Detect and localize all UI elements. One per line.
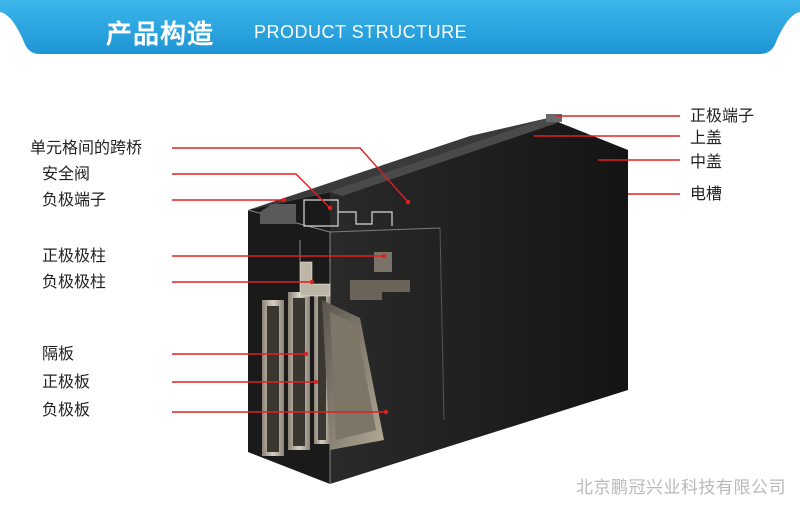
page-title: 产品构造 bbox=[106, 20, 215, 50]
label-safety-valve: 安全阀 bbox=[42, 164, 91, 183]
label-container: 电槽 bbox=[690, 184, 723, 203]
leader-lines-left bbox=[172, 147, 409, 413]
positive-terminal-part bbox=[546, 114, 562, 122]
header-banner: 产品构造 PRODUCT STRUCTURE bbox=[0, 0, 800, 60]
label-top-cover: 上盖 bbox=[690, 128, 723, 147]
leader-lines-right bbox=[534, 115, 680, 195]
label-negative-plate: 负极板 bbox=[42, 400, 91, 419]
page-subtitle: PRODUCT STRUCTURE bbox=[254, 22, 468, 42]
company-name: 北京鹏冠兴业科技有限公司 bbox=[576, 478, 786, 498]
plate-stack bbox=[262, 286, 384, 456]
label-separator: 隔板 bbox=[42, 344, 75, 363]
leader-dots bbox=[281, 197, 411, 415]
label-negative-post: 负极极柱 bbox=[42, 272, 107, 291]
banner-shape bbox=[0, 0, 800, 54]
label-cell-bridge: 单元格间的跨桥 bbox=[30, 138, 143, 157]
label-positive-post: 正极极柱 bbox=[42, 246, 107, 265]
leader-line bbox=[172, 147, 409, 203]
label-positive-terminal: 正极端子 bbox=[690, 106, 755, 125]
label-middle-cover: 中盖 bbox=[690, 152, 723, 171]
leader-line bbox=[172, 173, 331, 209]
label-negative-terminal: 负极端子 bbox=[42, 190, 107, 209]
label-positive-plate: 正极板 bbox=[42, 372, 91, 391]
